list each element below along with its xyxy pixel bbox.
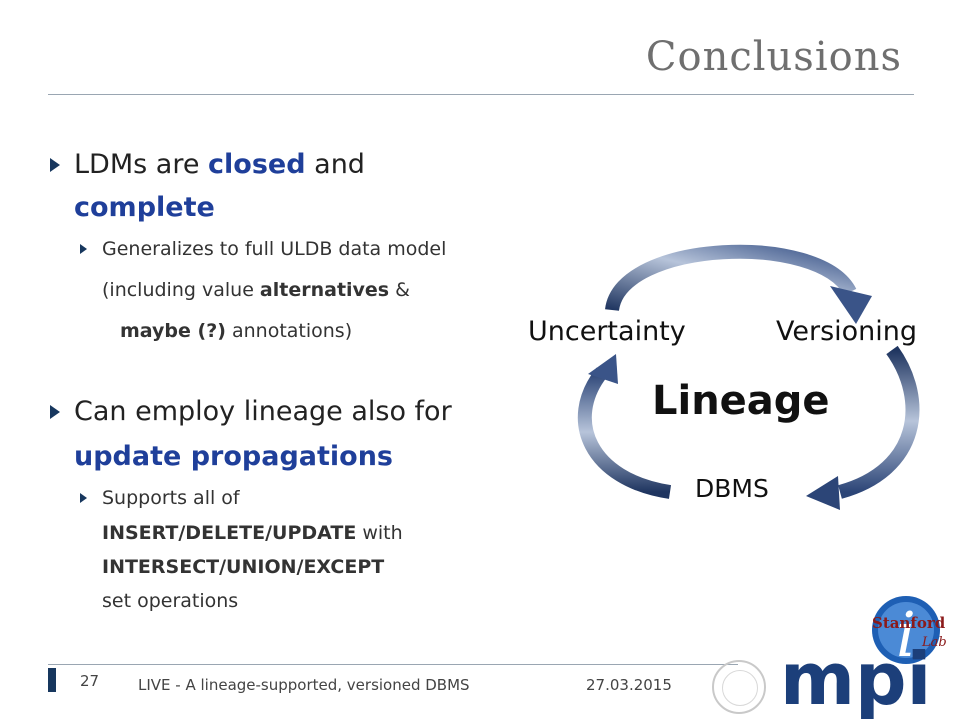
label-lineage: Lineage <box>652 378 830 424</box>
sub-bullet-arrow-icon <box>80 244 87 254</box>
bullet-2-emphasis: update propagations <box>74 441 394 472</box>
footer-title: LIVE - A lineage-supported, versioned DB… <box>138 676 470 694</box>
arrow-head <box>806 476 840 510</box>
bullet-1-sub-line-2-post: & <box>389 279 410 301</box>
lineage-cycle-diagram: Uncertainty Versioning Lineage DBMS <box>520 240 940 530</box>
stanford-infolab-logo: i Stanford Lab <box>868 590 958 674</box>
bullet-2-sub-line-2: INSERT/DELETE/UPDATE with <box>102 521 403 545</box>
bullet-1-sub-line-3-post: annotations) <box>225 320 353 342</box>
bullet-1-emphasis-closed: closed <box>208 149 306 180</box>
bullet-1-sub-line-2: (including value alternatives & <box>102 270 410 310</box>
svg-text:i: i <box>896 598 916 670</box>
bullet-1-sub-line-3: maybe (?) annotations) <box>120 311 352 351</box>
bullet-1-sub-line-2-pre: (including value <box>102 279 260 301</box>
bullet-1-sub-maybe: maybe (?) <box>120 320 226 342</box>
bullet-2-line-1: Can employ lineage also for <box>74 396 452 427</box>
bullet-2-sub-line-4: set operations <box>102 590 239 612</box>
footer-accent-bar <box>48 668 56 692</box>
bullet-1-line-1: LDMs are closed and <box>74 145 365 185</box>
bullet-1-sub-alternatives: alternatives <box>259 279 390 301</box>
arrow-uncertainty-to-versioning <box>605 244 857 312</box>
slide-title: Conclusions <box>645 34 902 80</box>
bullet-1-emphasis-complete: complete <box>74 192 215 223</box>
arrow-head <box>830 286 872 324</box>
bullet-arrow-icon <box>50 158 60 172</box>
bullet-arrow-icon <box>50 405 60 419</box>
bullet-1-sub-line-1: Generalizes to full ULDB data model <box>102 238 447 260</box>
mpg-seal-icon <box>712 660 766 714</box>
title-divider <box>48 94 914 95</box>
page-number: 27 <box>80 672 100 690</box>
label-versioning: Versioning <box>776 316 918 347</box>
bullet-2-sub-line-1: Supports all of <box>102 487 240 509</box>
sub-bullet-arrow-icon <box>80 493 87 503</box>
bullet-1-prefix: LDMs are <box>74 149 209 180</box>
label-uncertainty: Uncertainty <box>528 316 686 347</box>
svg-text:Lab: Lab <box>921 635 947 650</box>
svg-text:mpi: mpi <box>780 648 931 720</box>
mpi-logo: mpi <box>780 637 960 724</box>
bullet-2-sub-insert-delete-update: INSERT/DELETE/UPDATE <box>102 522 357 544</box>
bullet-2-sub-line-2-post: with <box>356 522 403 544</box>
label-dbms: DBMS <box>695 474 769 503</box>
footer-divider <box>48 664 738 665</box>
svg-text:Stanford: Stanford <box>872 614 946 632</box>
cycle-arrows-icon <box>577 244 920 510</box>
bullet-1-mid: and <box>305 149 365 180</box>
bullet-2-sub-line-3: INTERSECT/UNION/EXCEPT <box>102 556 385 578</box>
footer-date: 27.03.2015 <box>586 676 672 694</box>
arrow-dbms-to-uncertainty <box>577 367 672 499</box>
arrow-versioning-to-dbms <box>838 345 920 499</box>
arrow-head <box>588 354 618 384</box>
